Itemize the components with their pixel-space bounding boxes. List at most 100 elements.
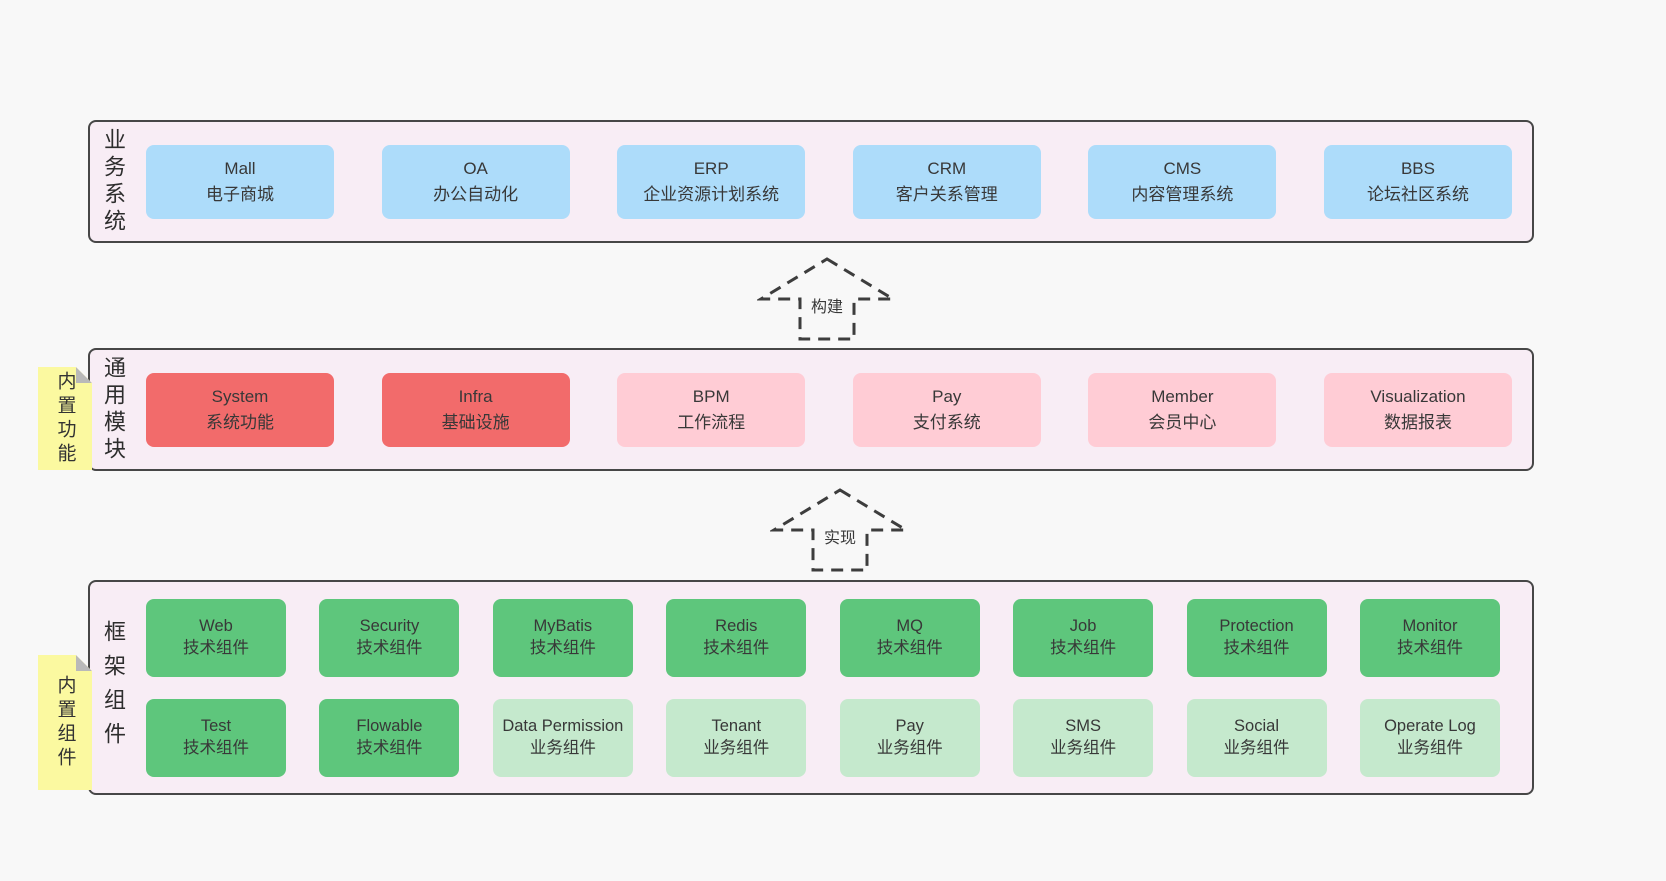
node-desc: 电子商城 bbox=[206, 184, 274, 204]
node-desc: 业务组件 bbox=[876, 738, 943, 757]
node-desc: 技术组件 bbox=[703, 638, 770, 657]
node-name: Member bbox=[1151, 387, 1214, 406]
dashed-up-arrow-implement: 实现 bbox=[770, 487, 910, 573]
up-block-arrow-icon bbox=[757, 257, 897, 341]
node-desc: 业务组件 bbox=[529, 738, 596, 757]
node-name: Protection bbox=[1219, 616, 1294, 635]
node-desc: 客户关系管理 bbox=[895, 184, 998, 204]
business-boxes-row: Mall 电子商城 OA 办公自动化 ERP 企业资源计划系统 CRM 客户关系… bbox=[134, 144, 1532, 219]
node-name: Job bbox=[1069, 616, 1097, 635]
node-name: System bbox=[211, 387, 269, 406]
node-name: Infra bbox=[458, 387, 493, 406]
node-desc: 工作流程 bbox=[677, 412, 746, 432]
node-desc: 技术组件 bbox=[1050, 638, 1117, 657]
node-web: Web 技术组件 bbox=[146, 598, 286, 677]
layer-framework-components: 框架组件 Web 技术组件 Security 技术组件 MyBatis 技术组件… bbox=[88, 580, 1534, 795]
node-visualization: Visualization 数据报表 bbox=[1323, 372, 1512, 447]
node-operate-log: Operate Log 业务组件 bbox=[1359, 698, 1500, 777]
sticky-note-text: 内置功能 bbox=[54, 370, 76, 467]
dashed-up-arrow-build: 构建 bbox=[757, 256, 897, 342]
node-desc: 技术组件 bbox=[183, 638, 249, 657]
node-cms: CMS 内容管理系统 bbox=[1088, 144, 1277, 219]
node-name: ERP bbox=[693, 159, 729, 178]
node-name: Pay bbox=[895, 716, 924, 735]
node-pay-component: Pay 业务组件 bbox=[839, 698, 980, 777]
node-desc: 技术组件 bbox=[876, 638, 943, 657]
node-desc: 数据报表 bbox=[1383, 412, 1452, 432]
node-mq: MQ 技术组件 bbox=[839, 598, 980, 677]
node-mall: Mall 电子商城 bbox=[146, 144, 334, 219]
node-name: CMS bbox=[1163, 159, 1202, 178]
node-name: Mall bbox=[224, 159, 256, 178]
node-erp: ERP 企业资源计划系统 bbox=[617, 144, 806, 219]
node-desc: 业务组件 bbox=[1396, 738, 1463, 757]
layer-business-systems: 业务系统 Mall 电子商城 OA 办公自动化 ERP 企业资源计划系统 CRM… bbox=[88, 120, 1534, 243]
node-name: Social bbox=[1234, 716, 1279, 735]
layer-label-common-modules: 通用模块 bbox=[101, 355, 126, 464]
node-security: Security 技术组件 bbox=[319, 598, 460, 677]
node-pay-system: Pay 支付系统 bbox=[852, 372, 1041, 447]
node-name: Pay bbox=[932, 387, 962, 406]
node-bbs: BBS 论坛社区系统 bbox=[1323, 144, 1512, 219]
node-protection: Protection 技术组件 bbox=[1186, 598, 1327, 677]
node-name: BBS bbox=[1400, 159, 1435, 178]
up-block-arrow-icon bbox=[770, 488, 910, 572]
node-name: SMS bbox=[1065, 716, 1101, 735]
node-name: Redis bbox=[715, 616, 758, 635]
common-boxes-row: System 系统功能 Infra 基础设施 BPM 工作流程 Pay 支付系统… bbox=[134, 372, 1532, 447]
node-desc: 技术组件 bbox=[1223, 638, 1290, 657]
node-desc: 业务组件 bbox=[703, 738, 770, 757]
node-job: Job 技术组件 bbox=[1013, 598, 1154, 677]
node-name: Tenant bbox=[711, 716, 762, 735]
node-desc: 办公自动化 bbox=[433, 184, 519, 204]
node-member: Member 会员中心 bbox=[1088, 372, 1277, 447]
sticky-note-builtin-features: 内置功能 bbox=[38, 367, 92, 470]
node-name: Operate Log bbox=[1384, 716, 1476, 735]
node-name: BPM bbox=[692, 387, 730, 406]
arrow-label-build: 构建 bbox=[807, 292, 847, 318]
node-oa: OA 办公自动化 bbox=[381, 144, 570, 219]
node-name: Web bbox=[199, 616, 233, 635]
layer-common-modules: 通用模块 System 系统功能 Infra 基础设施 BPM 工作流程 Pay… bbox=[88, 348, 1534, 471]
node-bpm: BPM 工作流程 bbox=[617, 372, 806, 447]
node-desc: 企业资源计划系统 bbox=[643, 184, 780, 204]
node-name: Monitor bbox=[1402, 616, 1458, 635]
node-desc: 内容管理系统 bbox=[1131, 184, 1234, 204]
node-social: Social 业务组件 bbox=[1186, 698, 1327, 777]
node-desc: 支付系统 bbox=[912, 412, 981, 432]
node-tenant: Tenant 业务组件 bbox=[666, 698, 807, 777]
node-desc: 技术组件 bbox=[1396, 638, 1463, 657]
node-desc: 基础设施 bbox=[441, 412, 510, 432]
sticky-note-text: 内置组件 bbox=[54, 674, 76, 771]
node-name: MyBatis bbox=[533, 616, 593, 635]
layer-label-business-systems: 业务系统 bbox=[101, 127, 126, 236]
node-desc: 业务组件 bbox=[1050, 738, 1117, 757]
node-name: Visualization bbox=[1370, 387, 1466, 406]
node-desc: 论坛社区系统 bbox=[1366, 184, 1469, 204]
framework-boxes-grid: Web 技术组件 Security 技术组件 MyBatis 技术组件 Redi… bbox=[134, 598, 1532, 777]
node-flowable: Flowable 技术组件 bbox=[319, 698, 460, 777]
node-desc: 业务组件 bbox=[1223, 738, 1290, 757]
node-desc: 系统功能 bbox=[206, 412, 274, 432]
node-data-permission: Data Permission 业务组件 bbox=[492, 698, 633, 777]
node-infra: Infra 基础设施 bbox=[381, 372, 570, 447]
node-mybatis: MyBatis 技术组件 bbox=[492, 598, 633, 677]
node-desc: 技术组件 bbox=[356, 738, 423, 757]
node-test: Test 技术组件 bbox=[146, 698, 286, 777]
node-name: Flowable bbox=[356, 716, 423, 735]
node-name: MQ bbox=[896, 616, 923, 635]
node-desc: 技术组件 bbox=[529, 638, 596, 657]
node-desc: 会员中心 bbox=[1148, 412, 1217, 432]
node-redis: Redis 技术组件 bbox=[666, 598, 807, 677]
node-desc: 技术组件 bbox=[183, 738, 249, 757]
arrow-label-implement: 实现 bbox=[820, 523, 860, 549]
node-name: Security bbox=[359, 616, 420, 635]
node-name: Test bbox=[200, 716, 232, 735]
node-name: CRM bbox=[927, 159, 967, 178]
node-sms: SMS 业务组件 bbox=[1013, 698, 1154, 777]
node-name: Data Permission bbox=[502, 716, 624, 735]
node-monitor: Monitor 技术组件 bbox=[1359, 598, 1500, 677]
layer-label-framework-components: 框架组件 bbox=[101, 619, 126, 756]
node-crm: CRM 客户关系管理 bbox=[852, 144, 1041, 219]
